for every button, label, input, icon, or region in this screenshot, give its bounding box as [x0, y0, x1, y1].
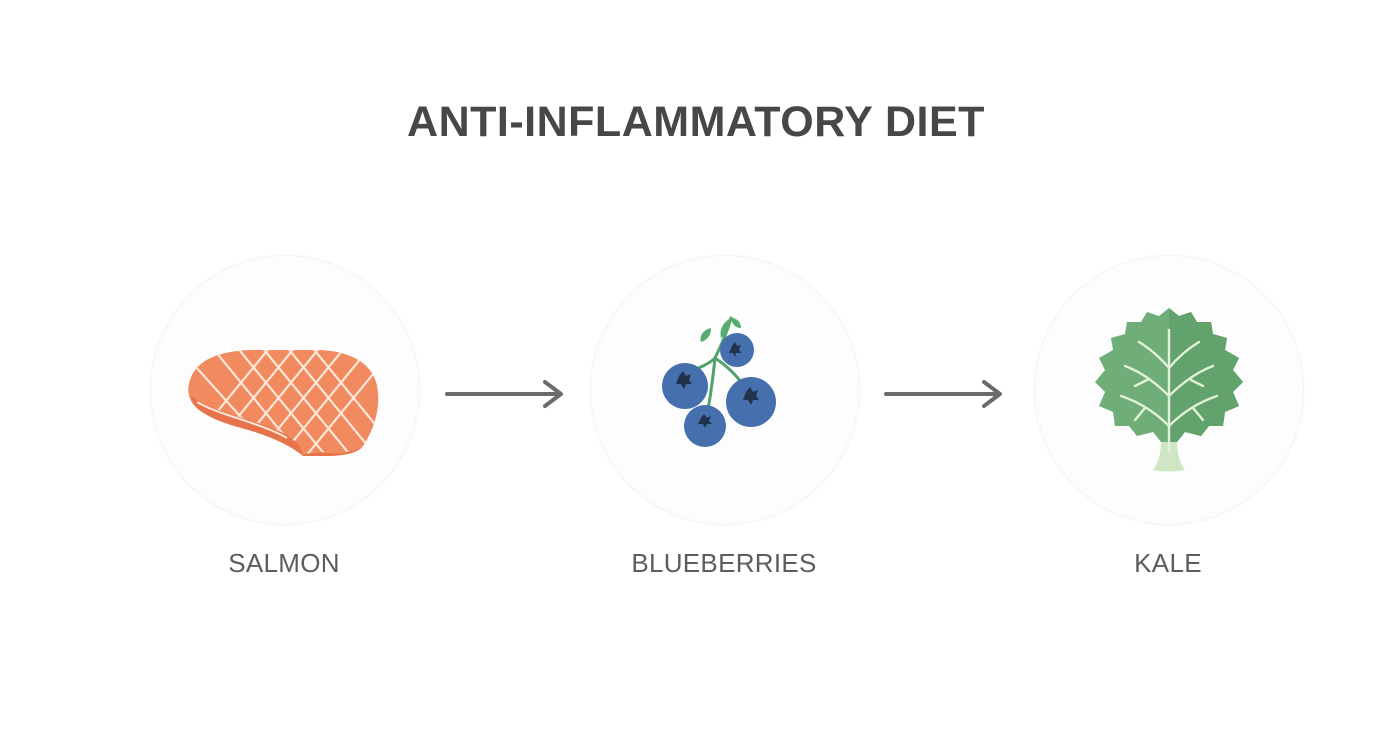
arrow-right-icon	[884, 380, 1002, 408]
node-label-blueberries: BLUEBERRIES	[631, 548, 817, 578]
node-label-salmon: SALMON	[228, 548, 340, 578]
kale-leaf-icon	[1095, 308, 1243, 472]
kale-node	[1034, 255, 1304, 525]
salmon-fillet-icon	[188, 350, 379, 456]
blueberries-node	[590, 255, 860, 525]
blueberries-icon	[662, 316, 776, 447]
node-label-kale: KALE	[1134, 548, 1202, 578]
arrow-right-icon	[445, 380, 563, 408]
salmon-node	[150, 255, 420, 525]
diagram-title: ANTI-INFLAMMATORY DIET	[407, 98, 985, 146]
